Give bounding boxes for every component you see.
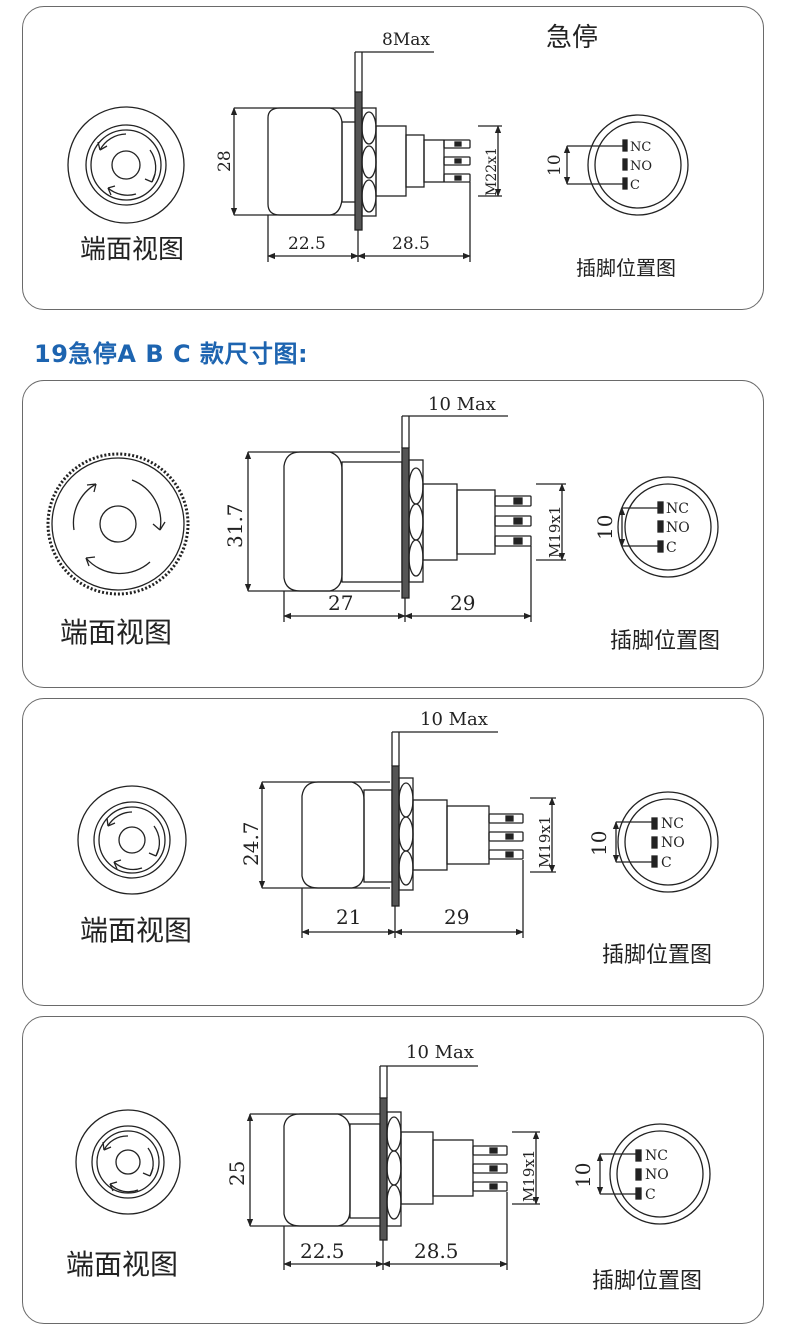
height-label: 24.7 <box>239 821 263 866</box>
pin-view-drawing <box>563 114 689 216</box>
body-length-label: 28.5 <box>414 1239 459 1263</box>
pin-c-label: C <box>645 1187 656 1203</box>
pin-view-drawing <box>612 791 719 893</box>
max-label: 8Max <box>382 30 430 50</box>
side-view-drawing <box>248 447 532 599</box>
pin-spacing-label: 10 <box>587 831 611 856</box>
max-label: 10 Max <box>420 709 488 730</box>
end-view-label: 端面视图 <box>60 616 172 649</box>
panel-19mm-type-a <box>22 380 764 688</box>
pin-c-label: C <box>661 855 672 871</box>
pin-view-label: 插脚位置图 <box>602 943 712 968</box>
body-length-label: 29 <box>444 905 469 929</box>
pin-c-label: C <box>666 540 677 556</box>
body-length-label: 29 <box>450 591 475 615</box>
end-view-label: 端面视图 <box>66 1248 178 1281</box>
pin-spacing-label: 10 <box>593 515 617 540</box>
max-label: 10 Max <box>428 394 496 415</box>
end-view-label: 端面视图 <box>80 914 192 947</box>
pin-view-label: 插脚位置图 <box>576 256 676 280</box>
height-label: 25 <box>225 1161 249 1186</box>
head-length-label: 21 <box>336 905 361 929</box>
height-label: 31.7 <box>223 503 247 548</box>
pin-spacing-label: 10 <box>545 154 565 176</box>
panel-3-drawing: 端面视图 10 Max 25 <box>66 1042 711 1294</box>
pin-no-label: NO <box>630 159 652 174</box>
pin-nc-label: NC <box>666 501 689 517</box>
panel-22mm-emergency-stop <box>22 6 764 310</box>
head-length-label: 27 <box>328 591 353 615</box>
panel-0-drawing: 急停 端面视图 <box>67 23 689 280</box>
head-length-label: 22.5 <box>288 234 326 254</box>
pin-no-label: NO <box>666 520 690 536</box>
end-view-drawing <box>77 785 187 895</box>
panel-1-drawing: 端面视图 10 Max 31.7 <box>46 394 720 654</box>
end-view-drawing <box>75 1109 181 1215</box>
body-length-label: 28.5 <box>392 234 430 254</box>
pin-view-drawing <box>596 1123 711 1225</box>
thread-label: M22x1 <box>484 147 500 196</box>
pin-no-label: NO <box>661 835 685 851</box>
thread-label: M19x1 <box>536 816 554 868</box>
pin-view-drawing <box>617 476 719 578</box>
head-length-label: 22.5 <box>300 1239 345 1263</box>
pin-view-label: 插脚位置图 <box>610 629 720 654</box>
pin-nc-label: NC <box>630 140 651 155</box>
section-heading: 19急停A B C 款尺寸图: <box>34 340 309 368</box>
panel-2-drawing: 端面视图 10 Max 24.7 <box>77 709 719 968</box>
end-view-drawing <box>46 452 190 596</box>
max-label: 10 Max <box>406 1042 474 1063</box>
end-view-label: 端面视图 <box>80 235 184 265</box>
pin-no-label: NO <box>645 1167 669 1183</box>
thread-label: M19x1 <box>520 1150 538 1202</box>
pin-nc-label: NC <box>661 816 684 832</box>
pin-spacing-label: 10 <box>571 1163 595 1188</box>
side-view-drawing <box>234 91 471 231</box>
thread-label: M19x1 <box>546 506 564 558</box>
pin-view-label: 插脚位置图 <box>592 1269 702 1294</box>
height-label: 28 <box>215 150 235 172</box>
side-view-drawing <box>262 765 524 907</box>
panel-title: 急停 <box>546 23 598 53</box>
pin-nc-label: NC <box>645 1148 668 1164</box>
side-view-drawing <box>250 1097 508 1241</box>
pin-c-label: C <box>630 178 640 193</box>
end-view-drawing <box>67 106 185 224</box>
